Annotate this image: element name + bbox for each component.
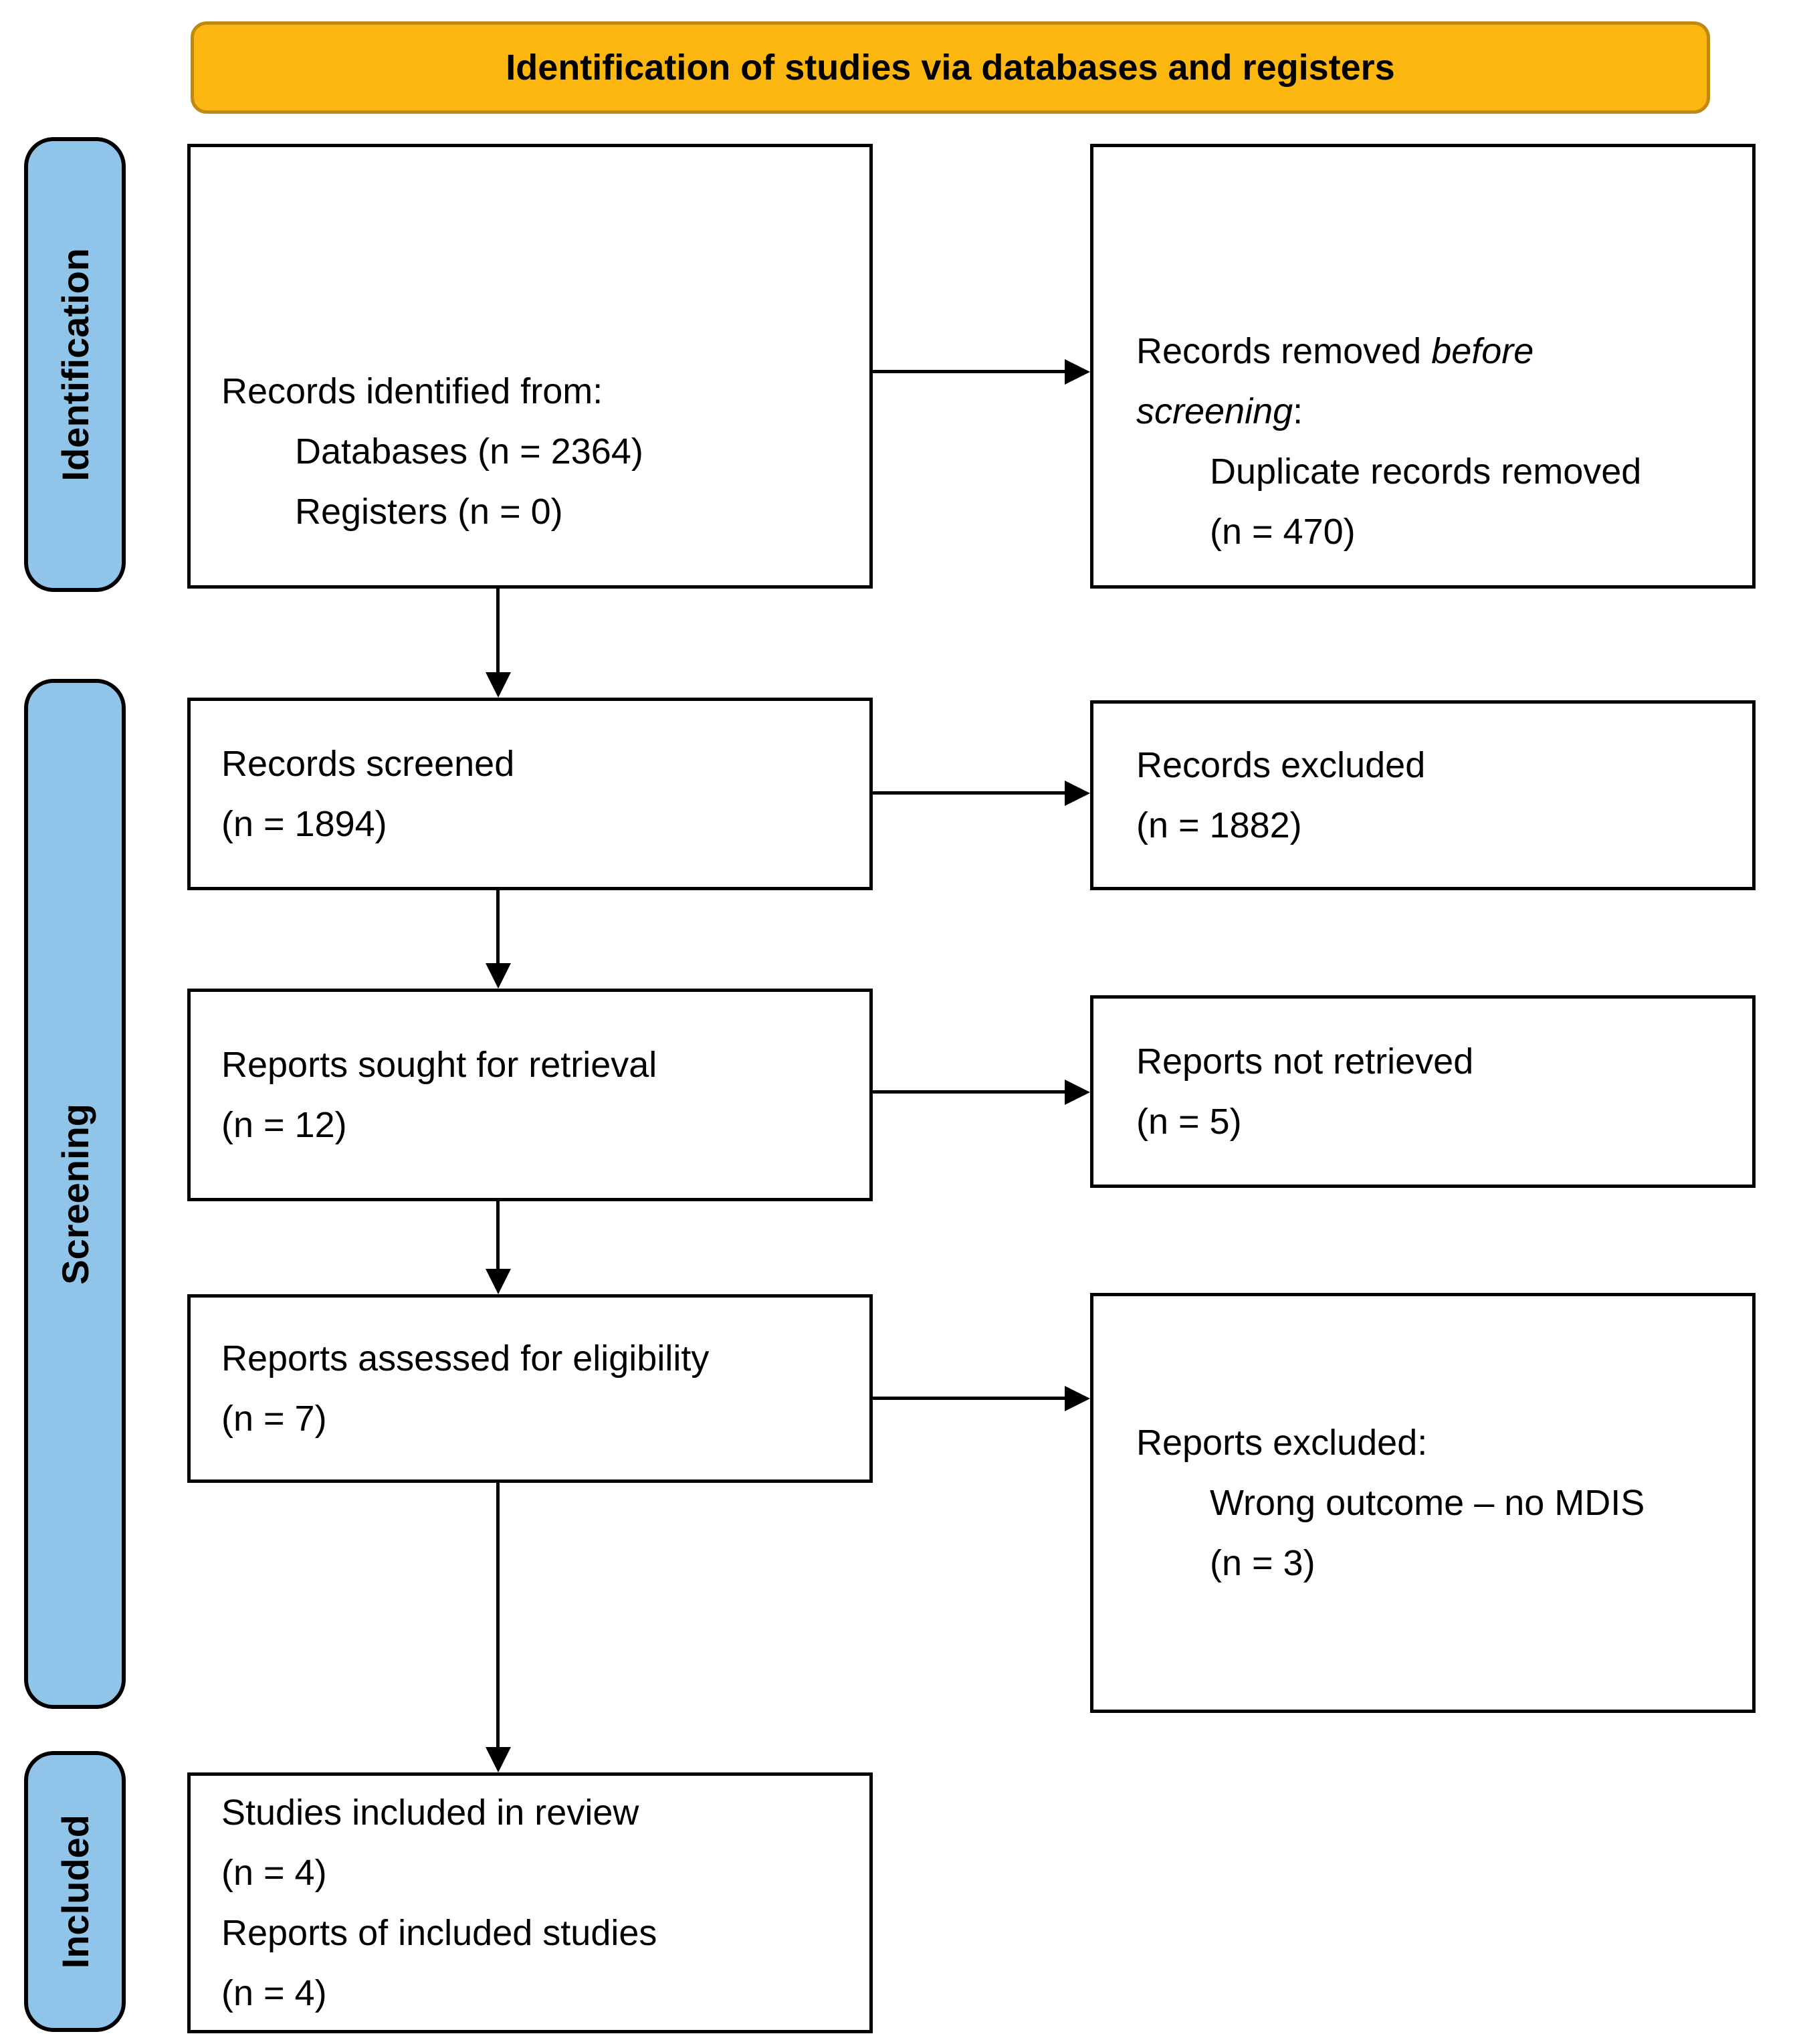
banner-title-text: Identification of studies via databases … (506, 47, 1395, 88)
box-line: Databases (n = 2364) (295, 431, 643, 472)
arrow-screened-to-excluded-icon (873, 791, 1065, 795)
stage-label-included: Included (24, 1751, 126, 2032)
box-records-identified: Records identified from: Databases (n = 2… (187, 144, 873, 589)
banner-title: Identification of studies via databases … (191, 21, 1710, 114)
box-line: Records excluded (1136, 745, 1426, 785)
box-records-excluded: Records excluded (n = 1882) (1090, 700, 1756, 890)
box-records-removed-before-screening: Records removed before screening: Duplicat… (1090, 144, 1756, 589)
box-line: Studies included in review (221, 1793, 639, 1833)
box-line: (n = 3) (1210, 1543, 1315, 1583)
stage-label-identification-text: Identification (54, 247, 96, 482)
arrow-identified-to-removed-icon (873, 370, 1065, 373)
arrow-assessed-to-rep-excluded-icon (873, 1397, 1065, 1400)
arrow-sought-to-assessed-icon (496, 1201, 500, 1269)
box-line: Records removed before (1136, 331, 1534, 371)
box-line: (n = 1894) (221, 804, 387, 844)
box-line: Reports not retrieved (1136, 1041, 1474, 1082)
stage-label-included-text: Included (54, 1814, 96, 1969)
box-line: Reports assessed for eligibility (221, 1338, 710, 1378)
arrow-sought-to-not-retrieved-icon (873, 1090, 1065, 1094)
arrow-identified-to-screened-icon (496, 589, 500, 672)
box-reports-assessed-for-eligibility: Reports assessed for eligibility (n = 7) (187, 1294, 873, 1483)
box-line: Records screened (221, 744, 515, 784)
box-line: Wrong outcome – no MDIS (1210, 1483, 1645, 1523)
box-line: (n = 470) (1210, 512, 1356, 552)
box-reports-excluded: Reports excluded: Wrong outcome – no MDIS… (1090, 1293, 1756, 1713)
box-line: (n = 1882) (1136, 805, 1302, 845)
arrow-assessed-to-included-icon (496, 1483, 500, 1747)
box-reports-not-retrieved: Reports not retrieved (n = 5) (1090, 995, 1756, 1188)
box-line: Reports of included studies (221, 1913, 657, 1953)
box-line: (n = 5) (1136, 1102, 1242, 1142)
box-reports-sought-for-retrieval: Reports sought for retrieval (n = 12) (187, 989, 873, 1201)
stage-label-identification: Identification (24, 137, 126, 592)
box-line: Reports sought for retrieval (221, 1045, 657, 1085)
box-studies-included-in-review: Studies included in review (n = 4) Reports… (187, 1772, 873, 2033)
box-line: (n = 12) (221, 1105, 347, 1145)
box-line: Records identified from: (221, 371, 603, 411)
box-line: screening: (1136, 391, 1303, 431)
box-line: (n = 4) (221, 1853, 327, 1893)
box-records-screened: Records screened (n = 1894) (187, 698, 873, 890)
box-line: (n = 4) (221, 1973, 327, 2013)
stage-label-screening: Screening (24, 679, 126, 1709)
box-line: (n = 7) (221, 1399, 327, 1439)
arrow-screened-to-sought-icon (496, 890, 500, 963)
stage-label-screening-text: Screening (54, 1103, 96, 1285)
box-line: Registers (n = 0) (295, 492, 563, 532)
box-line: Reports excluded: (1136, 1423, 1428, 1463)
box-line: Duplicate records removed (1210, 451, 1642, 492)
